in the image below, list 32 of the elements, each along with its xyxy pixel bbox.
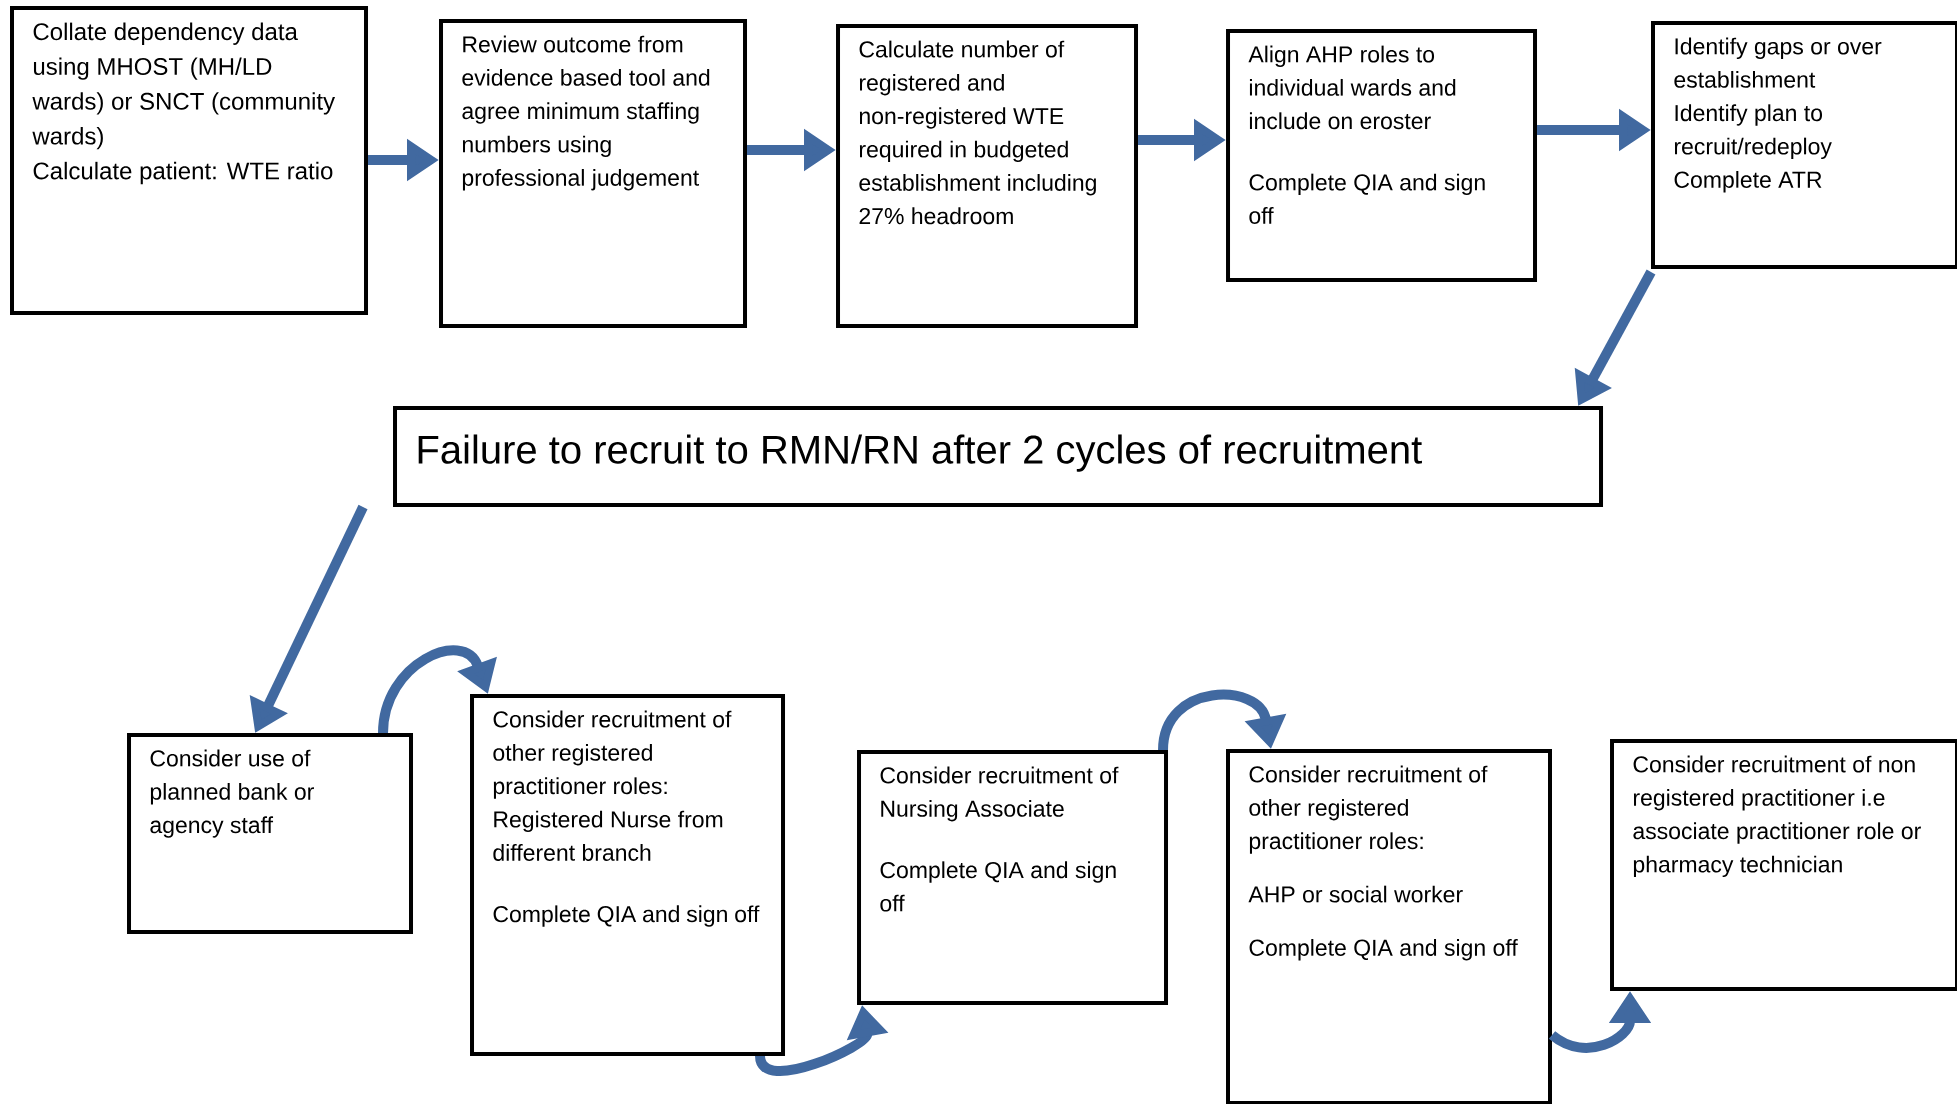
process-box xyxy=(127,733,413,934)
node-label: Consider use of planned bank or agency staff xyxy=(150,749,314,838)
node-label: Consider recruitment of other registered practitioner roles: Registered Nurse from different branch xyxy=(493,710,732,861)
node-label: Complete QIA and sign off xyxy=(1249,173,1485,224)
arrow xyxy=(378,645,497,734)
node-label: Collate dependency data using MHOST (MH/LD wards) or SNCT (community wards) xyxy=(32,22,336,150)
node-label: Calculate number of registered and non-registered WTE required in budgeted establishment including 27% headroom xyxy=(859,40,1096,225)
process-box xyxy=(1651,21,1957,269)
node-label: Review outcome from evidence based tool and agree minimum staffing numbers using professional judgement xyxy=(462,35,710,191)
node-label: Complete QIA and sign off xyxy=(1249,939,1518,961)
node-label: Consider recruitment of non registered practitioner i.e associate practitioner role or pharmacy technician xyxy=(1633,755,1921,878)
node-label: Identify plan to recruit/redeploy xyxy=(1674,104,1832,160)
node-label: Consider recruitment of Nursing Associate xyxy=(880,766,1119,822)
node-label: Identify gaps or over establishment xyxy=(1674,37,1882,88)
process-box xyxy=(393,406,1603,507)
node-label: Consider recruitment of other registered practitioner roles: xyxy=(1249,765,1488,854)
node-label: Calculate patient: WTE ratio xyxy=(33,161,333,185)
process-box xyxy=(1226,29,1537,282)
process-box xyxy=(836,24,1138,328)
node-label: Complete QIA and sign off xyxy=(493,905,760,927)
node-label: Align AHP roles to individual wards and include on eroster xyxy=(1248,45,1456,130)
process-box xyxy=(1610,739,1957,991)
process-box xyxy=(857,750,1168,1005)
arrow xyxy=(1158,689,1287,751)
process-box xyxy=(470,694,785,1056)
node-label: AHP or social worker xyxy=(1248,885,1463,903)
node-label: Complete ATR xyxy=(1674,171,1822,193)
node-label: Failure to recruit to RMN/RN after 2 cycles of recruitment xyxy=(418,434,1422,472)
node-label: Complete QIA and sign off xyxy=(880,861,1116,912)
process-box xyxy=(439,19,747,328)
process-box xyxy=(1226,749,1552,1104)
process-box xyxy=(10,6,368,315)
